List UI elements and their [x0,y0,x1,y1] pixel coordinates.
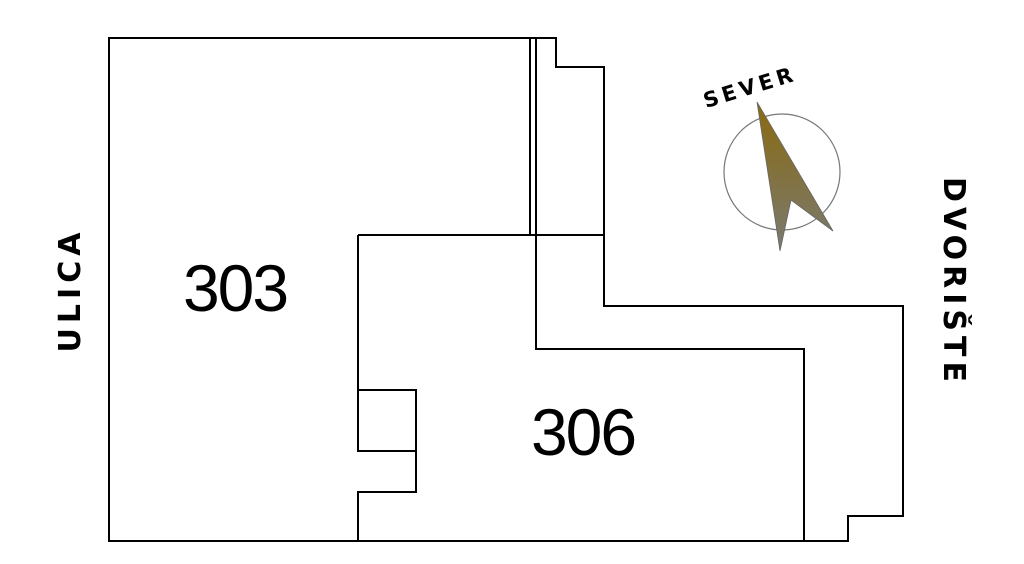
room-303-label: 303 [183,251,287,325]
compass: SEVER [700,62,841,252]
north-arrow-icon [756,101,834,252]
room-306-left-wall [357,235,417,541]
room-306-label: 306 [531,395,635,469]
street-label: ULICA [53,228,88,353]
walls [108,37,904,542]
small-box [358,389,417,451]
north-label: SEVER [700,62,799,113]
courtyard-label: DVORIŠTE [936,177,973,387]
room-303-outline [108,37,904,542]
wall-536 [535,38,805,541]
